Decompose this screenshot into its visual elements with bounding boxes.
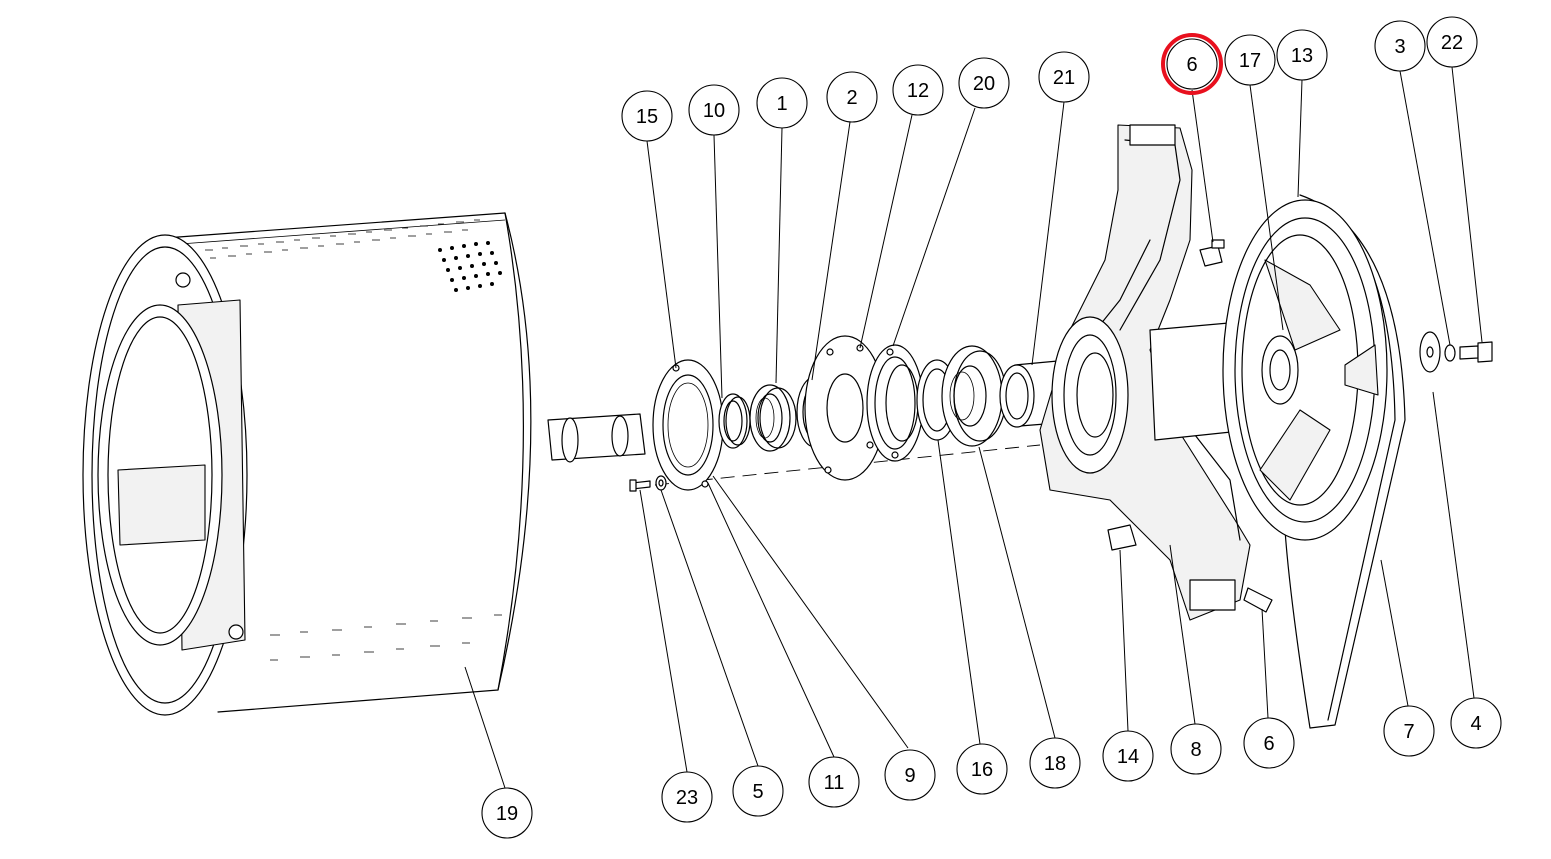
callout-4-label: 4 <box>1470 713 1481 735</box>
callout-12: 12 <box>892 64 944 116</box>
callout-18: 18 <box>1029 737 1081 789</box>
fitting-part-6-bottom <box>1243 587 1273 613</box>
callout-15: 15 <box>621 90 673 142</box>
callout-18-label: 18 <box>1044 753 1066 775</box>
callout-3-label: 3 <box>1394 36 1405 58</box>
callout-9: 9 <box>884 749 936 801</box>
callout-1: 1 <box>756 77 808 129</box>
callout-5: 5 <box>732 765 784 817</box>
callout-11: 11 <box>808 756 860 808</box>
callout-17-label: 17 <box>1239 50 1261 72</box>
callout-19: 19 <box>481 787 533 839</box>
callout-13-label: 13 <box>1291 45 1313 67</box>
callout-22-label: 22 <box>1441 32 1463 54</box>
callout-11-label: 11 <box>824 772 845 794</box>
lock-washer-part-3 <box>1444 344 1456 362</box>
callout-6-bottom-label: 6 <box>1263 733 1274 755</box>
callout-16-label: 16 <box>971 759 993 781</box>
callout-14: 14 <box>1102 730 1154 782</box>
callout-10: 10 <box>688 84 740 136</box>
callout-2-label: 2 <box>846 87 857 109</box>
callout-12-label: 12 <box>907 80 929 102</box>
callout-14-label: 14 <box>1117 746 1139 768</box>
bearing-housing-part-15 <box>652 359 724 491</box>
washer-part-5 <box>655 475 667 491</box>
callout-6-top-label: 6 <box>1186 54 1197 76</box>
fitting-part-6-top <box>1199 239 1225 267</box>
drum-part-19 <box>82 212 646 716</box>
callout-4: 4 <box>1450 697 1502 749</box>
bearing-bracket-part-8 <box>1039 124 1253 621</box>
callout-21-label: 21 <box>1053 67 1075 89</box>
callout-16: 16 <box>956 743 1008 795</box>
screw-part-23 <box>629 479 651 492</box>
callout-20: 20 <box>958 57 1010 109</box>
callout-15-label: 15 <box>636 106 658 128</box>
callout-8-label: 8 <box>1190 739 1201 761</box>
callout-7-label: 7 <box>1403 721 1414 743</box>
callout-2: 2 <box>826 71 878 123</box>
pulley-part-17 <box>1222 199 1388 541</box>
callout-5-label: 5 <box>752 781 763 803</box>
callout-20-label: 20 <box>973 73 995 95</box>
housing-part-20 <box>866 344 924 462</box>
callout-10-label: 10 <box>703 100 725 122</box>
callout-22: 22 <box>1426 16 1478 68</box>
callout-23-label: 23 <box>676 787 698 809</box>
ring-part-10 <box>718 393 751 449</box>
pad-part-14 <box>1107 524 1137 551</box>
bolt-part-22 <box>1459 341 1493 363</box>
callout-1-label: 1 <box>776 93 787 115</box>
bearing-part-18 <box>941 345 1007 447</box>
callout-8: 8 <box>1170 723 1222 775</box>
callout-7: 7 <box>1383 705 1435 757</box>
callout-19-label: 19 <box>496 803 518 825</box>
callout-6-top-highlighted: 6 <box>1161 33 1223 95</box>
callout-3: 3 <box>1374 20 1426 72</box>
callout-23: 23 <box>661 771 713 823</box>
callout-13: 13 <box>1276 29 1328 81</box>
callout-21: 21 <box>1038 51 1090 103</box>
callout-9-label: 9 <box>904 765 915 787</box>
seal-part-1 <box>749 384 797 452</box>
washer-part-4 <box>1419 331 1441 373</box>
callout-6-bottom: 6 <box>1243 717 1295 769</box>
callout-17: 17 <box>1224 34 1276 86</box>
leader-lines <box>464 66 1483 789</box>
